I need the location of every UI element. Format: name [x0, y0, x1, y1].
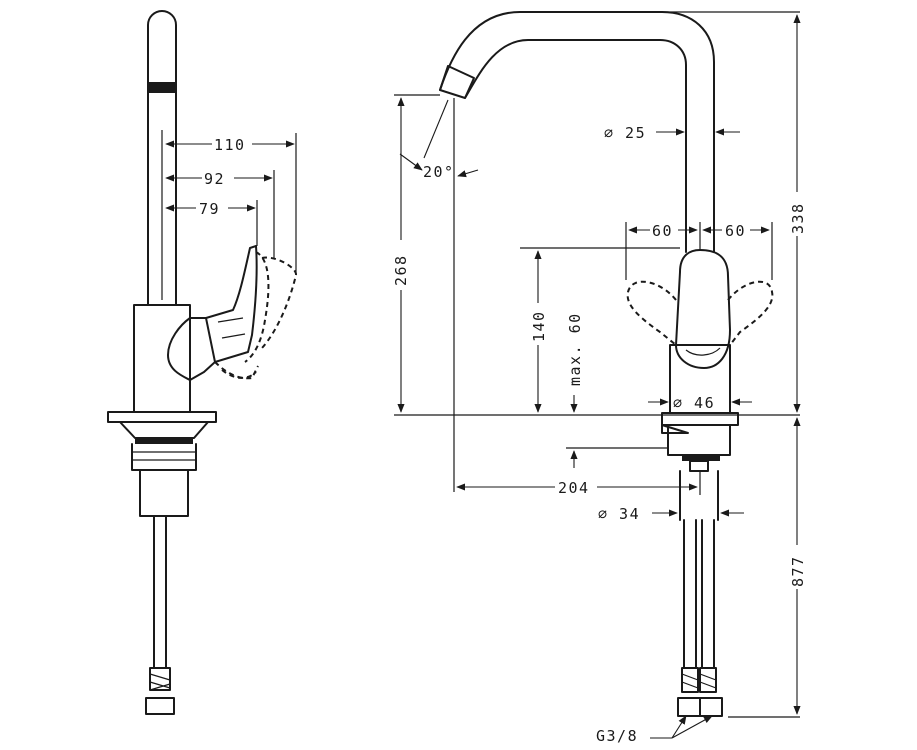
base-plate-side: [107, 411, 217, 423]
threaded-shank-front: [679, 470, 719, 521]
label-body-diameter: ∅ 46: [673, 394, 715, 412]
label-140: 140: [530, 310, 548, 342]
front-view: 268 20° ∅ 25 60 60 140 max. 60 338 ∅ 46: [392, 11, 807, 745]
label-spout-diameter: ∅ 25: [604, 124, 646, 142]
label-connection-thread: G3/8: [596, 727, 638, 745]
label-swing-right: 60: [725, 222, 746, 240]
label-79: 79: [199, 200, 220, 218]
label-max-60: max. 60: [566, 312, 584, 386]
base-plate-front: [661, 412, 739, 426]
label-204: 204: [558, 479, 590, 497]
side-view: 110 92 79: [107, 10, 297, 715]
spout-pipe-side: [147, 10, 177, 306]
label-338: 338: [789, 202, 807, 234]
handle-alt-position-1: [244, 251, 270, 363]
label-92: 92: [204, 170, 225, 188]
label-877: 877: [789, 555, 807, 587]
label-110: 110: [214, 136, 246, 154]
label-shank-diameter: ∅ 34: [598, 505, 640, 523]
handle-alt-position-2: [261, 256, 297, 349]
label-angle-20: 20°: [423, 163, 455, 181]
hose-nut-side: [145, 697, 175, 715]
gooseneck-spout: [439, 11, 715, 253]
handle-connector: [167, 317, 191, 381]
hose-nut-right: [699, 697, 723, 717]
lever-handle-front: [675, 249, 731, 369]
lever-swing-right: [727, 280, 774, 346]
faucet-body-side: [133, 304, 191, 413]
supply-hoses-front: [683, 519, 715, 669]
threaded-shank-side: [131, 443, 197, 471]
aerator-band: [148, 82, 176, 93]
hose-nut-left: [677, 697, 701, 717]
aerator-tip: [439, 65, 475, 99]
label-268: 268: [392, 254, 410, 286]
lever-handle-side: [205, 245, 258, 363]
supply-hose-side: [153, 515, 167, 669]
lever-swing-left: [626, 280, 677, 346]
label-swing-left: 60: [652, 222, 673, 240]
